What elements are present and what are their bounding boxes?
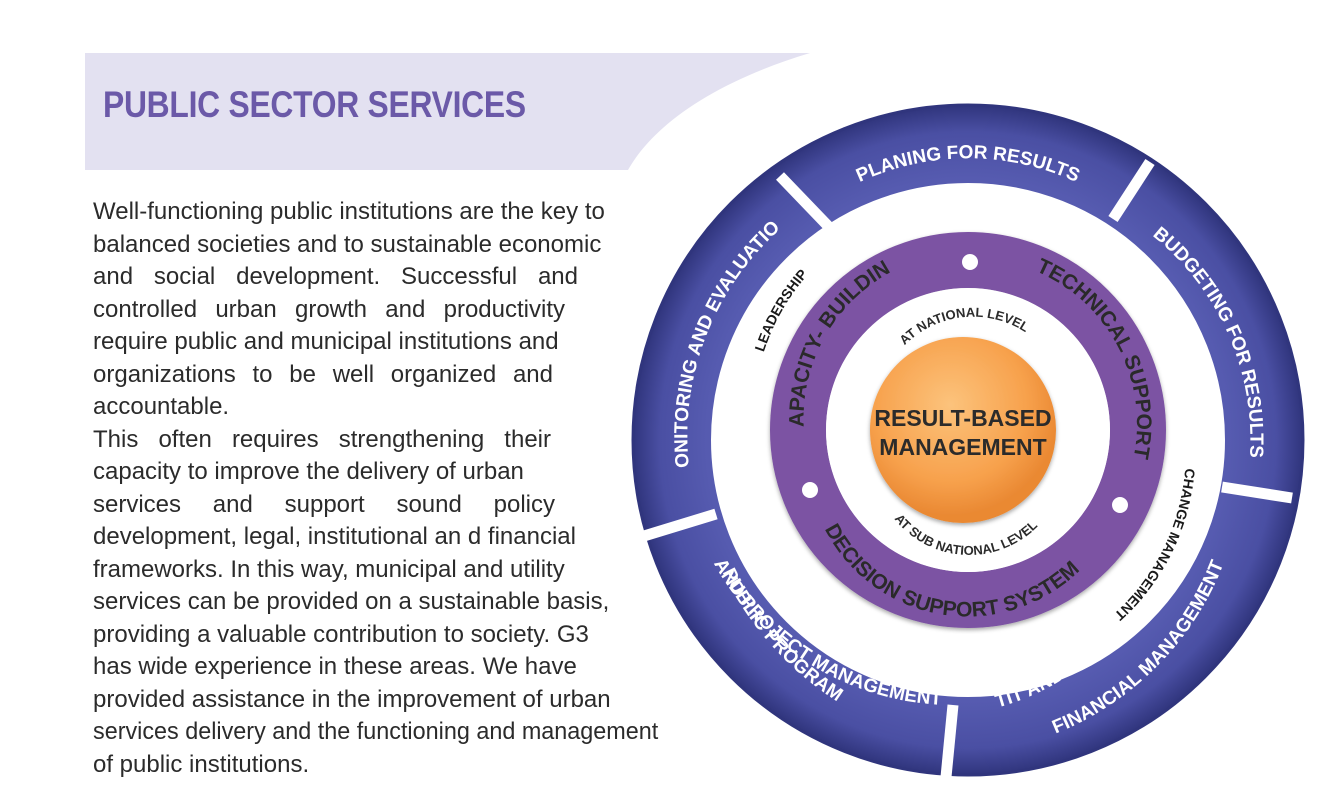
ring-gap <box>776 172 833 231</box>
middle-ring <box>770 232 1166 628</box>
ring-gap <box>940 704 959 778</box>
page-title: PUBLIC SECTOR SERVICES <box>103 84 526 125</box>
body-text-line: frameworks. In this way, municipal and u… <box>93 555 565 583</box>
outer-ring-edge <box>631 103 1305 777</box>
center-label-line2: MANAGEMENT <box>879 434 1046 460</box>
middle-ring-dot <box>962 254 978 270</box>
body-text-line: require public and municipal institution… <box>93 328 559 355</box>
body-text-line: and social development. Successful and <box>93 263 578 290</box>
center-circle <box>870 337 1056 523</box>
body-text-line: This often requires strengthening their <box>93 425 551 453</box>
body-text-line: accountable. <box>93 393 230 420</box>
center-label-line1: RESULT-BASED <box>874 405 1051 431</box>
ring-gap <box>642 508 718 542</box>
body-text-line: has wide experience in these areas. We h… <box>93 653 577 680</box>
middle-ring-dot <box>1112 497 1128 513</box>
middle-ring-dot <box>802 482 818 498</box>
body-text-line: services can be provided on a sustainabl… <box>93 588 610 615</box>
body-text-line: controlled urban growth and productivity <box>93 295 565 323</box>
body-text-line: development, legal, institutional an d f… <box>93 523 576 550</box>
body-text-line: balanced societies and to sustainable ec… <box>93 230 602 258</box>
outer-ring <box>631 103 1305 778</box>
body-text-line: services delivery and the functioning an… <box>93 718 659 745</box>
outer-ring-base <box>633 105 1303 775</box>
body-text-line: services and support sound policy <box>93 490 555 518</box>
body-text-line: providing a valuable contribution to soc… <box>93 620 589 648</box>
body-text-line: Well-functioning public institutions are… <box>93 198 605 225</box>
body-text: Well-functioning public institutions are… <box>93 196 659 781</box>
body-text-line: capacity to improve the delivery of urba… <box>93 458 524 485</box>
body-text-line: organizations to be well organized and <box>93 360 553 388</box>
body-text-line: provided assistance in the improvement o… <box>93 685 611 713</box>
ring-gap <box>1221 481 1293 504</box>
ring-gap <box>1108 159 1155 222</box>
body-text-line: of public institutions. <box>93 750 310 778</box>
